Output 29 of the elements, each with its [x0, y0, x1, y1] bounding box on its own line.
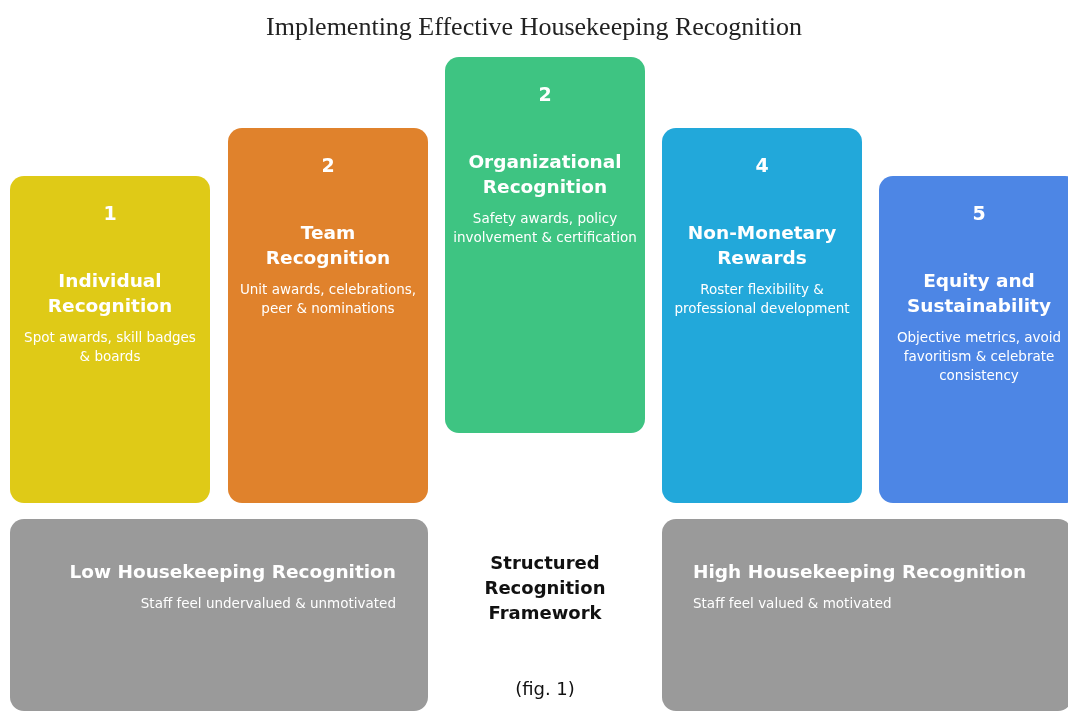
heading: Team Recognition: [264, 221, 392, 270]
category-card: [445, 57, 645, 433]
description: Roster flexibility & professional development: [673, 280, 851, 318]
caption: (fig. 1): [514, 678, 576, 699]
step-number: 2: [320, 154, 336, 176]
heading: Low Housekeeping Recognition: [68, 560, 396, 584]
step-number: 2: [537, 83, 553, 105]
description: Unit awards, celebrations, peer & nominations: [238, 280, 418, 318]
description: Staff feel valued & motivated: [693, 594, 893, 613]
description: Staff feel undervalued & unmotivated: [139, 594, 396, 613]
heading: Individual Recognition: [46, 269, 174, 318]
description: Objective metrics, avoid favoritism & celebrate consistency: [895, 328, 1063, 385]
outcome-panel: [10, 519, 428, 711]
heading: High Housekeeping Recognition: [693, 560, 1028, 584]
heading: Organizational Recognition: [467, 150, 623, 199]
step-number: 4: [754, 154, 770, 176]
heading: Non-Monetary Rewards: [686, 221, 838, 270]
category-card: [662, 128, 862, 503]
category-card: [879, 176, 1068, 503]
category-card: [228, 128, 428, 503]
category-card: [10, 176, 210, 503]
title: Implementing Effective Housekeeping Recognition: [265, 12, 803, 42]
outcome-panel: [662, 519, 1068, 711]
center-label: Structured Recognition Framework: [483, 551, 607, 625]
description: Safety awards, policy involvement & certification: [453, 209, 637, 247]
step-number: 1: [102, 202, 118, 224]
description: Spot awards, skill badges & boards: [23, 328, 197, 366]
step-number: 5: [971, 202, 987, 224]
heading: Equity and Sustainability: [906, 269, 1052, 318]
